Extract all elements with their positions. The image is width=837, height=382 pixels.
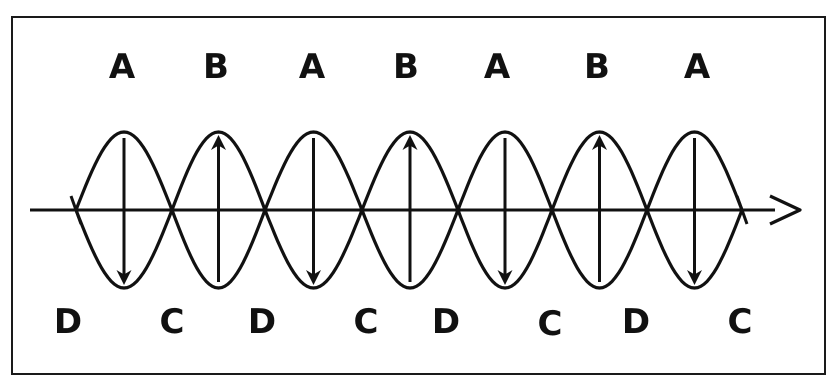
bottom-label: C [160,302,185,342]
diagram-frame [11,16,826,375]
top-label: A [684,47,711,87]
top-label: B [203,47,229,87]
top-labels: A B A B A B A [109,47,711,87]
bottom-label: C [538,304,563,344]
top-label: A [299,47,326,87]
bottom-label: C [728,302,753,342]
bottom-label: D [54,302,82,342]
top-label: B [393,47,419,87]
top-label: A [109,47,136,87]
axis-arrowhead-icon [769,194,802,226]
bottom-label: D [248,302,276,342]
wave-lower-envelope [74,130,744,290]
antinode-arrows [116,135,702,285]
bottom-labels: D C D C D C D C [54,302,753,344]
top-label: B [584,47,610,87]
wave-upper-envelope [74,130,744,290]
node-tick [735,195,749,225]
node-tick [69,195,83,225]
bottom-label: D [432,302,460,342]
node-markers [69,195,749,225]
top-label: A [484,47,511,87]
bottom-label: D [622,302,650,342]
bottom-label: C [354,302,379,342]
